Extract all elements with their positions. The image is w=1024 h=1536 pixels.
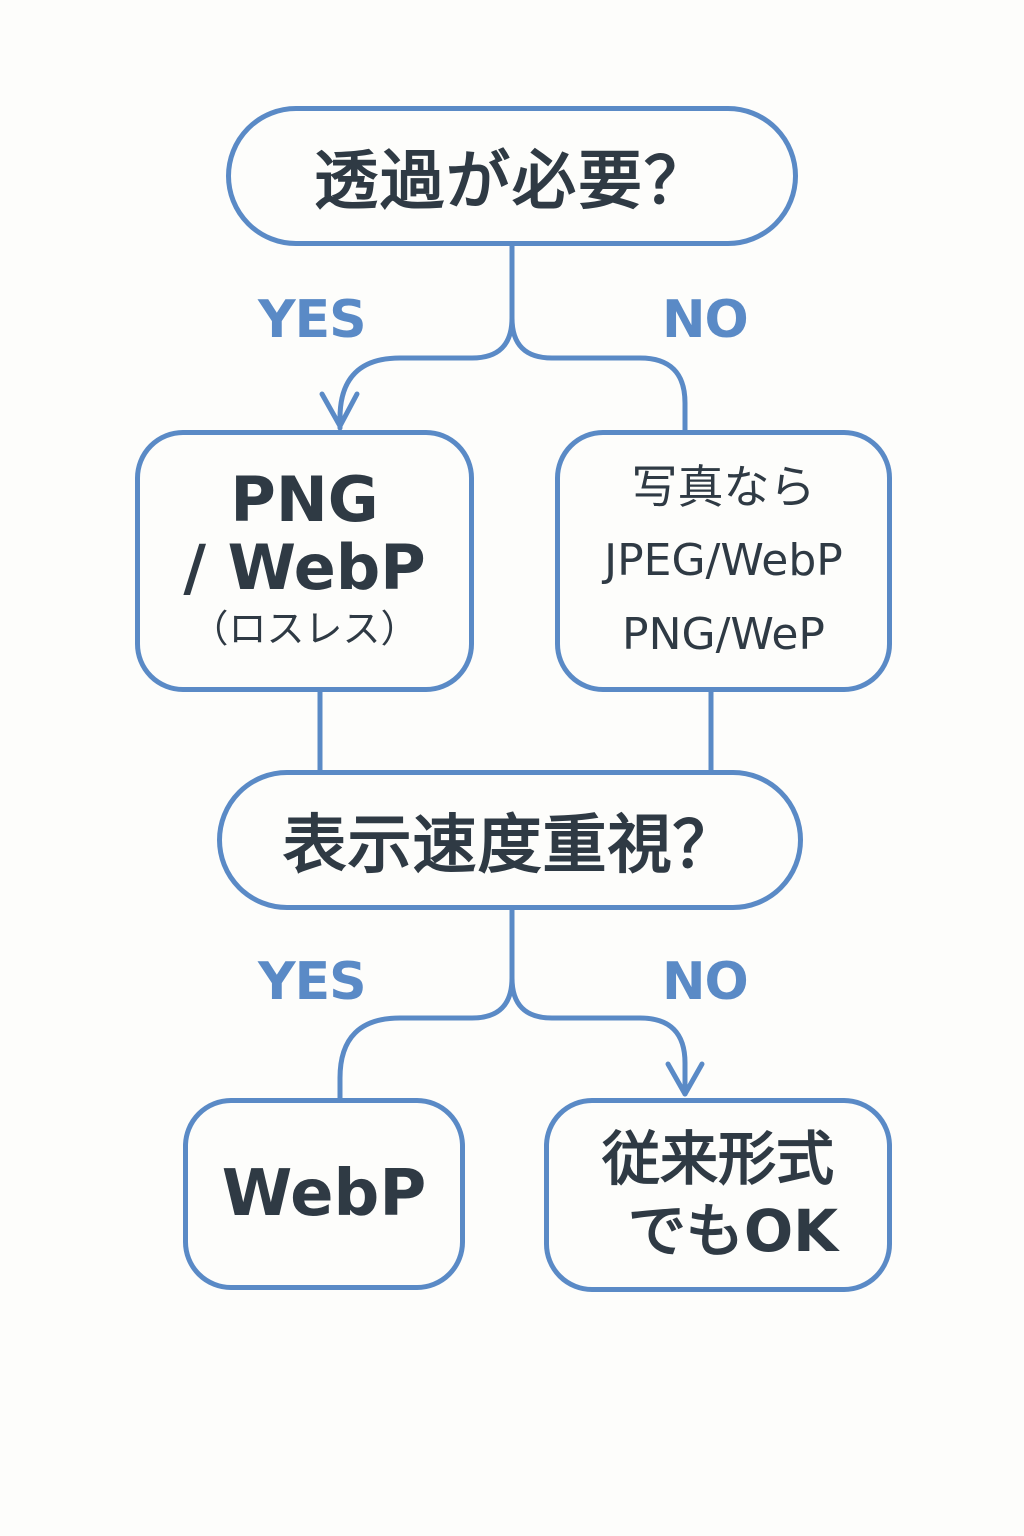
result-webp: WebP <box>183 1098 465 1290</box>
result-png-webp-line-2: / WebP <box>183 531 426 604</box>
edge-transparency-yes-arrowhead <box>319 391 360 429</box>
branch-label-transparency-yes: YES <box>258 290 367 350</box>
edge-speed-no <box>509 975 688 1097</box>
result-legacy-line-2: でもOK <box>627 1197 839 1265</box>
result-photo-formats: 写真なら JPEG/WebP PNG/WeP <box>555 430 892 692</box>
branch-label-speed-yes: YES <box>258 952 367 1012</box>
result-png-webp-line-3: （ロスレス） <box>190 607 419 651</box>
decision-speed-text: 表示速度重視？ <box>282 809 738 883</box>
edge-speed-no-arrowhead <box>665 1061 705 1097</box>
result-photo-line-2: JPEG/WebP <box>604 535 843 586</box>
result-photo-line-1: 写真なら <box>631 460 816 514</box>
decision-display-speed: 表示速度重視？ <box>217 770 803 910</box>
branch-label-speed-no: NO <box>662 952 749 1012</box>
result-png-webp-lossless: PNG / WebP （ロスレス） <box>135 430 474 692</box>
edge-speed-yes <box>337 907 515 1101</box>
decision-transparency-text: 透過が必要？ <box>314 145 710 219</box>
result-legacy-line-1: 従来形式 <box>601 1125 834 1193</box>
result-photo-line-3: PNG/WeP <box>622 609 825 660</box>
result-png-webp-line-1: PNG <box>230 463 379 536</box>
result-webp-text: WebP <box>221 1157 427 1231</box>
decision-transparency-needed: 透過が必要？ <box>226 106 798 246</box>
result-legacy-ok: 従来形式 でもOK <box>544 1098 892 1292</box>
edge-transparency-no <box>509 315 688 433</box>
branch-label-transparency-no: NO <box>662 290 749 350</box>
edge-transparency-yes <box>337 243 515 431</box>
